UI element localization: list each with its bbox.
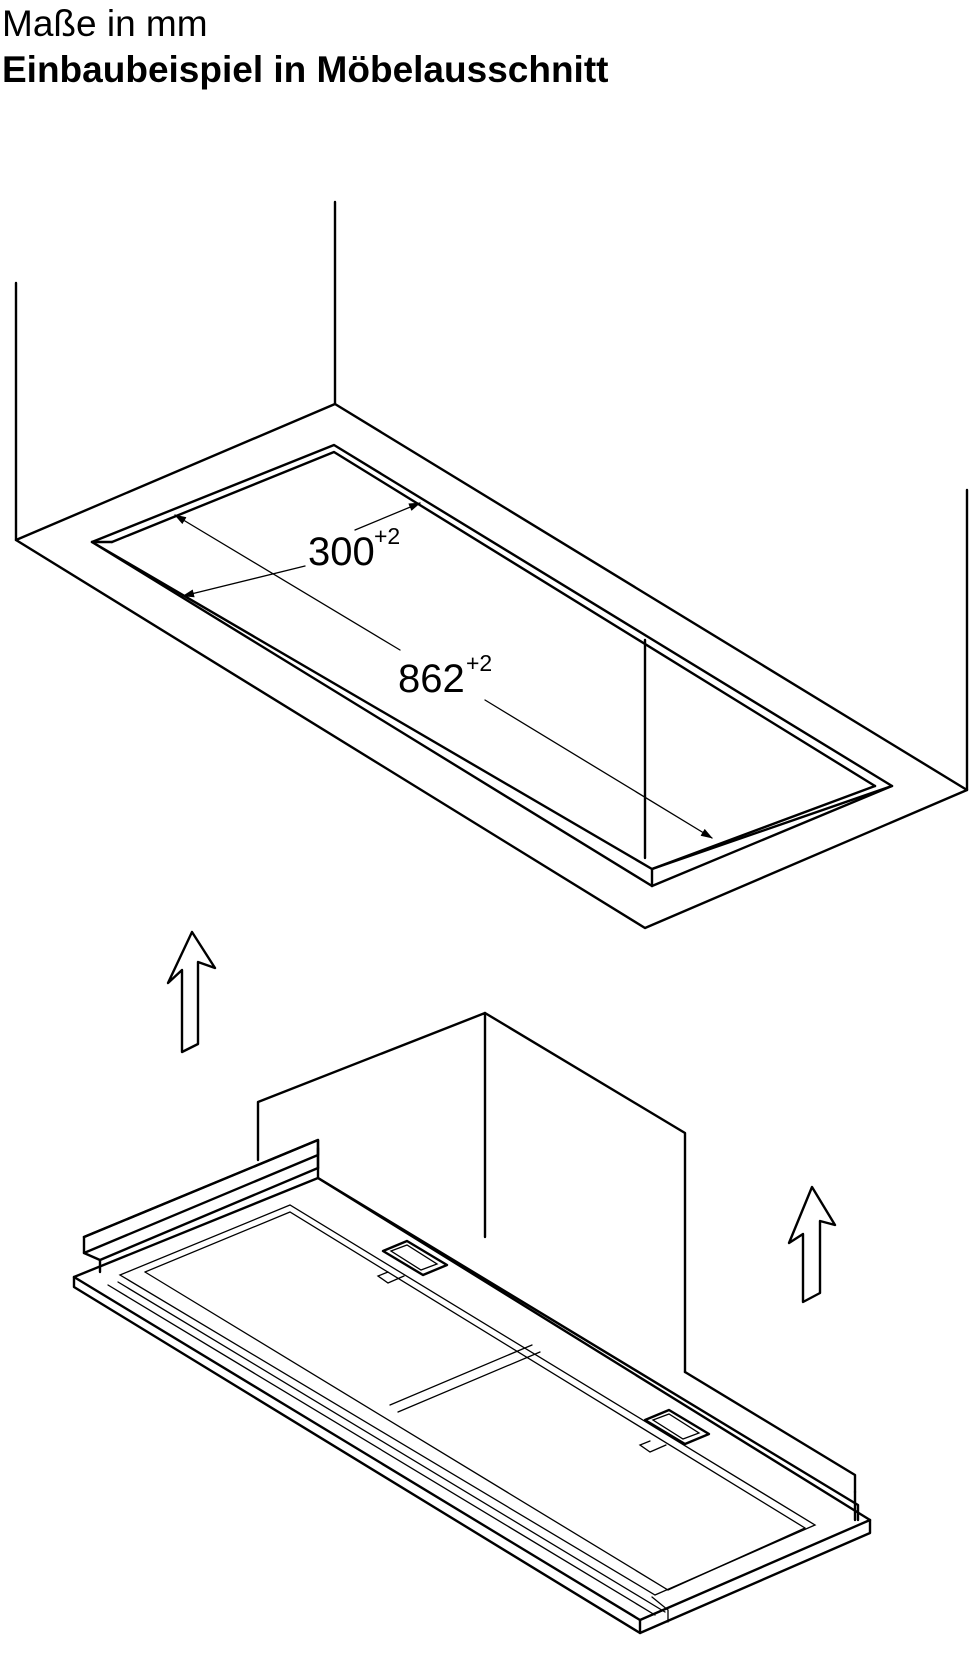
- dim-width-tolerance: +2: [466, 650, 492, 676]
- filter-divider-a: [389, 1344, 533, 1406]
- hood-frame-bottom: [72, 1275, 872, 1635]
- filter-lip: [651, 1596, 669, 1623]
- front-strip: [107, 1284, 656, 1616]
- hood-back-wall: [316, 1146, 860, 1522]
- left-rail-edge: [82, 1138, 320, 1239]
- filter-inner-edge: [144, 1211, 806, 1529]
- cabinet-cutout: 300 +2 862 +2: [14, 200, 969, 930]
- filter-inner-front: [144, 1271, 806, 1591]
- filter-divider-b: [397, 1351, 541, 1413]
- dim-depth-arrow-top: [354, 502, 421, 531]
- units-label: Maße in mm: [2, 3, 208, 44]
- cutout-inner-top-edge: [110, 450, 877, 788]
- filter-handle: [376, 1239, 449, 1284]
- left-rail-step: [82, 1166, 320, 1262]
- cutout-right-lip: [650, 784, 894, 888]
- dim-depth-arrow-bottom: [182, 565, 306, 598]
- dim-width-arrow-right: [484, 699, 713, 839]
- dim-depth-value: 300: [308, 530, 375, 574]
- page-title: Einbaubeispiel in Möbelausschnitt: [2, 49, 609, 90]
- motor-housing-right: [483, 1011, 687, 1374]
- up-arrow-icon: [166, 930, 217, 1054]
- filter-area: [118, 1204, 817, 1596]
- filter-handle: [638, 1408, 711, 1453]
- cabinet-bottom-panel: [14, 402, 969, 930]
- left-rail-top: [82, 1138, 320, 1255]
- right-end-plate-top: [683, 1370, 857, 1494]
- dim-width-value: 862: [398, 657, 465, 701]
- cutout-inner-right-edge: [650, 784, 877, 871]
- up-arrow-icon: [787, 1185, 837, 1304]
- front-strip-2: [117, 1281, 666, 1613]
- dim-width-arrow-left: [174, 514, 401, 651]
- dim-depth-tolerance: +2: [374, 523, 400, 549]
- motor-housing-left: [256, 1011, 487, 1239]
- cutout-front-lip: [90, 540, 654, 888]
- hood-unit: [72, 1011, 872, 1635]
